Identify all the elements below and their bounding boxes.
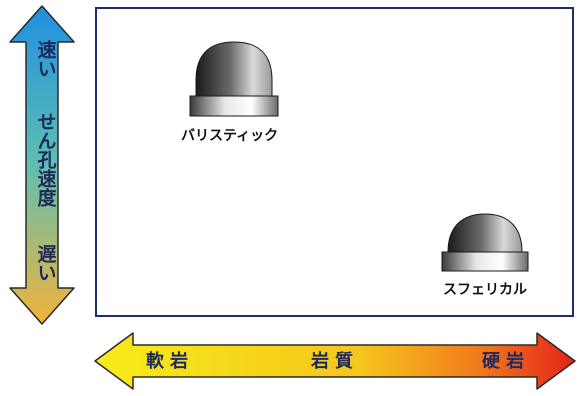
- hard-rock-label: 硬岩: [482, 351, 530, 372]
- speed-fast-text: 速い: [34, 40, 57, 78]
- drilling-speed-text: せん孔速度: [34, 112, 57, 207]
- rock-quality-label: 岩質: [311, 351, 359, 372]
- soft-rock-label: 軟岩: [146, 351, 194, 372]
- ballistic-bit-label: バリスティック: [181, 128, 279, 144]
- spherical-bit-label: スフェリカル: [443, 282, 527, 298]
- speed-slow-text: 遅い: [34, 244, 57, 282]
- drilling-speed-label: せん孔速度: [20, 112, 70, 207]
- horizontal-double-arrow: [94, 332, 576, 390]
- spherical-bit-icon: [441, 213, 529, 272]
- speed-slow-label: 遅い: [20, 244, 70, 282]
- ballistic-bit-icon: [189, 41, 279, 117]
- speed-fast-label: 速い: [20, 40, 70, 78]
- vertical-double-arrow: [9, 5, 75, 325]
